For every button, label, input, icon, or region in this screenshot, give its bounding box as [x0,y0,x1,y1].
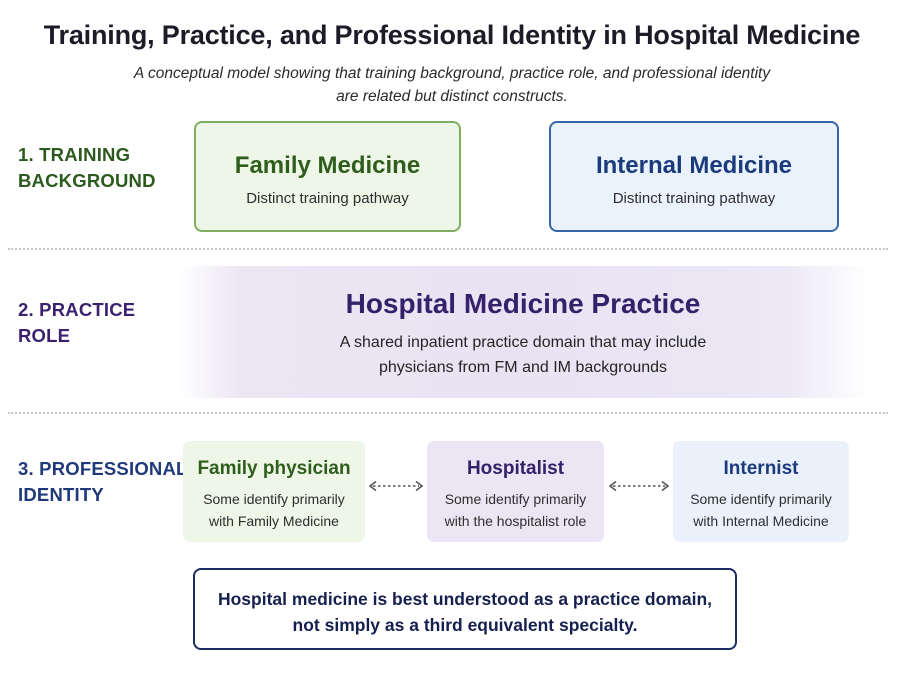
row-label-training: 1. TRAINING BACKGROUND [18,142,156,194]
row-divider [8,248,888,250]
identity-box-title: Internist [723,458,799,479]
training-box-title: Internal Medicine [595,152,793,179]
diagram-subtitle: A conceptual model showing that training… [110,62,794,108]
identity-desc-line-2: with the hospitalist role [444,513,587,529]
identity-box-description: Some identify primarily with Family Medi… [194,488,354,532]
row-label-practice-line-2: ROLE [18,325,71,346]
conclusion-box: Hospital medicine is best understood as … [193,568,737,650]
diagram-title: Training, Practice, and Professional Ide… [43,20,861,50]
practice-title: Hospital Medicine Practice [345,288,701,319]
row-label-identity-line-1: 3. PROFESSIONAL [18,458,188,479]
row-label-identity: 3. PROFESSIONAL IDENTITY [18,456,188,508]
row-label-training-line-2: BACKGROUND [18,170,156,191]
training-box-title: Family Medicine [234,152,421,179]
identity-box-title: Family physician [197,458,351,479]
identity-box-description: Some identify primarily with Internal Me… [681,488,841,532]
identity-box-hospitalist: Hospitalist Some identify primarily with… [427,441,604,542]
identity-desc-line-1: Some identify primarily [203,491,345,507]
training-box-subtitle: Distinct training pathway [246,190,409,207]
row-label-identity-line-2: IDENTITY [18,484,104,505]
practice-desc-line-1: A shared inpatient practice domain that … [339,334,707,351]
identity-box-title: Hospitalist [466,458,565,479]
practice-desc-line-2: physicians from FM and IM backgrounds [378,359,668,376]
practice-description: A shared inpatient practice domain that … [278,330,768,380]
identity-box-internist: Internist Some identify primarily with I… [673,441,849,542]
training-box-subtitle: Distinct training pathway [612,190,776,207]
subtitle-line-1: A conceptual model showing that training… [133,65,771,82]
row-label-practice: 2. PRACTICE ROLE [18,297,135,349]
training-box-family-medicine: Family Medicine Distinct training pathwa… [194,121,461,232]
identity-box-description: Some identify primarily with the hospita… [436,488,596,532]
practice-band-hospital-medicine: Hospital Medicine Practice A shared inpa… [178,266,868,398]
identity-box-family-physician: Family physician Some identify primarily… [183,441,365,542]
row-label-practice-line-1: 2. PRACTICE [18,299,136,320]
bidirectional-arrow-icon [368,480,424,492]
conclusion-line-1: Hospital medicine is best understood as … [217,589,713,609]
row-label-training-line-1: 1. TRAINING [18,144,131,165]
identity-desc-line-1: Some identify primarily [444,491,587,507]
bidirectional-arrow-icon [608,480,670,492]
conclusion-line-2: not simply as a third equivalent special… [292,615,638,635]
row-divider [8,412,888,414]
subtitle-line-2: are related but distinct constructs. [336,88,568,105]
identity-desc-line-2: with Internal Medicine [693,513,829,529]
identity-desc-line-1: Some identify primarily [690,491,832,507]
identity-desc-line-2: with Family Medicine [209,513,339,529]
training-box-internal-medicine: Internal Medicine Distinct training path… [549,121,839,232]
